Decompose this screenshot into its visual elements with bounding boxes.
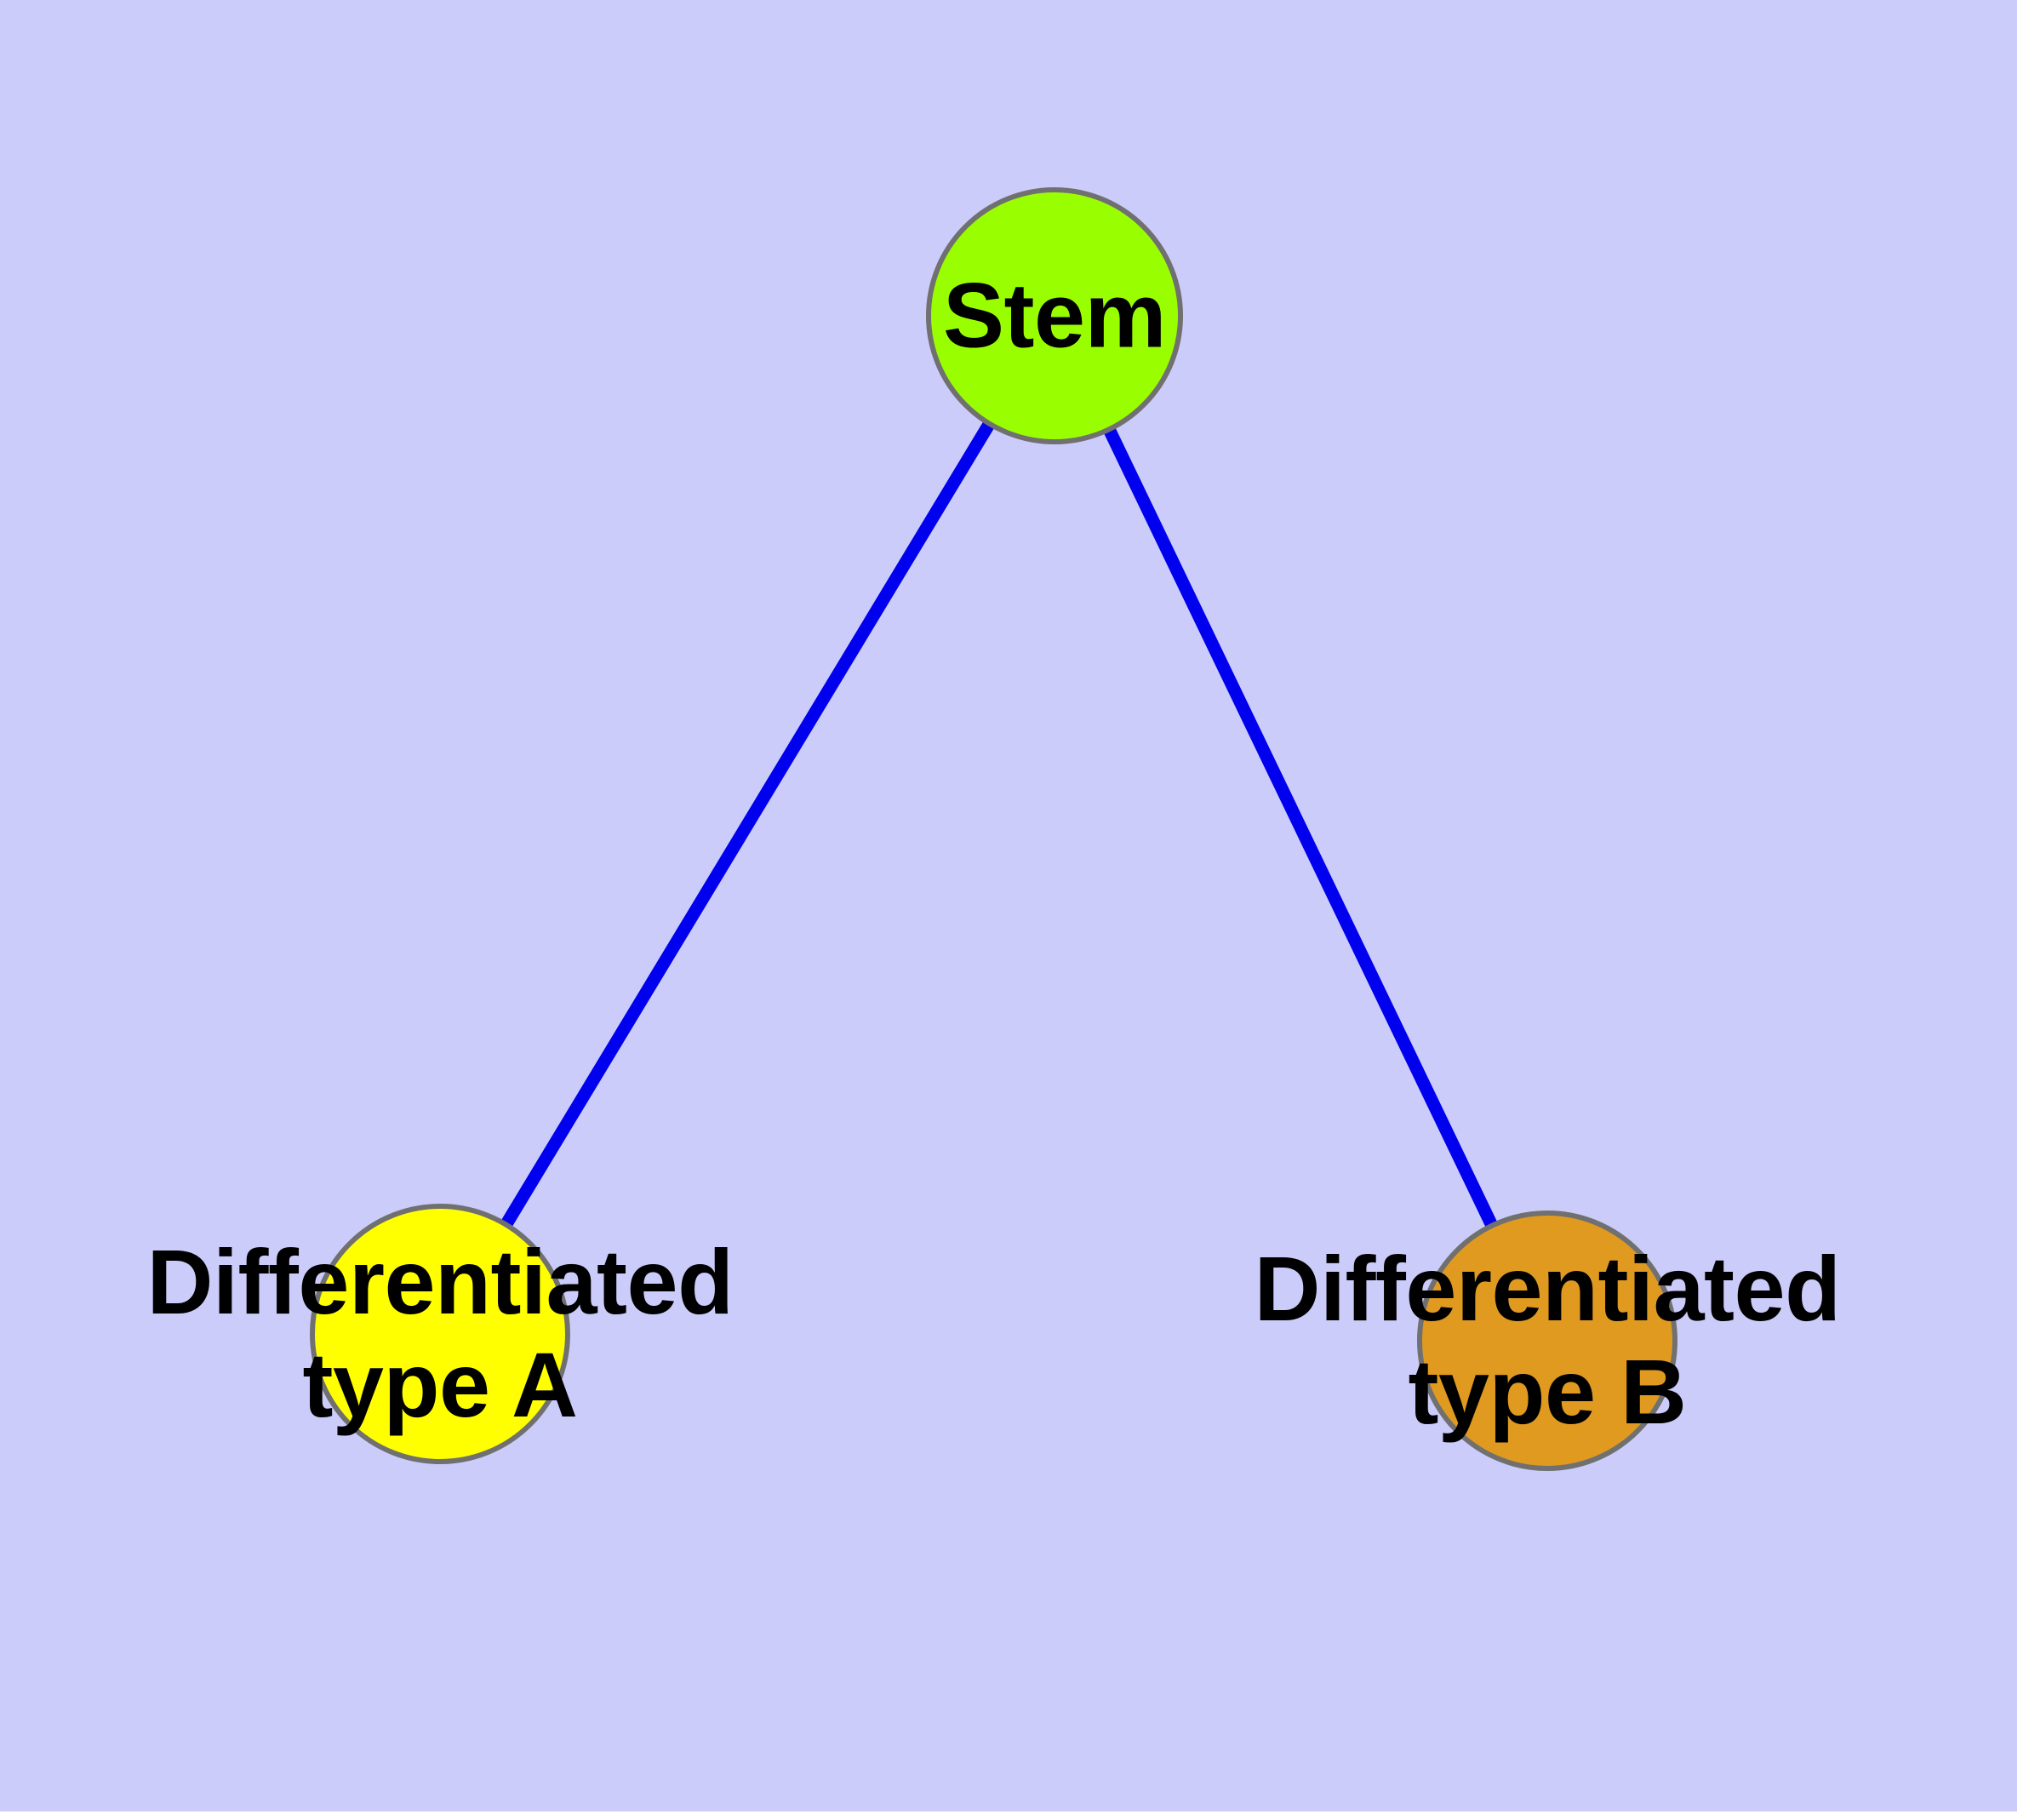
graph-node-diff-a[interactable] bbox=[310, 1204, 570, 1464]
node-layer bbox=[310, 187, 1677, 1471]
graph-edge-stem-to-a[interactable] bbox=[434, 312, 1060, 1337]
graph-edge-stem-to-b[interactable] bbox=[1049, 312, 1553, 1344]
graph-node-diff-b[interactable] bbox=[1417, 1210, 1677, 1471]
graph-node-stem[interactable] bbox=[926, 187, 1183, 444]
edge-layer bbox=[434, 312, 1553, 1344]
